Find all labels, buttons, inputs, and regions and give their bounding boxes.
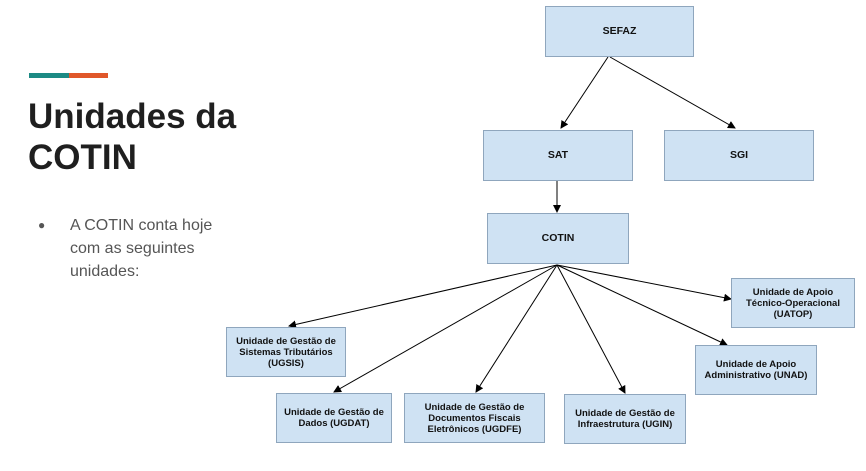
node-ugdfe: Unidade de Gestão de Documentos Fiscais …: [404, 393, 545, 443]
node-uatop: Unidade de Apoio Técnico-Operacional (UA…: [731, 278, 855, 328]
node-ugdat: Unidade de Gestão de Dados (UGDAT): [276, 393, 392, 443]
edge-sefaz-sat: [560, 56, 609, 129]
edge-cotin-ugin: [556, 264, 626, 394]
node-sgi: SGI: [664, 130, 814, 181]
edge-cotin-ugdfe: [475, 264, 558, 393]
edge-cotin-ugdat: [333, 264, 558, 393]
bullet-text: A COTIN conta hoje com as seguintes unid…: [70, 217, 213, 280]
node-unad: Unidade de Apoio Administrativo (UNAD): [695, 345, 817, 395]
accent-orange-segment: [69, 73, 108, 78]
node-ugsis: Unidade de Gestão de Sistemas Tributário…: [226, 327, 346, 377]
edge-cotin-uatop: [556, 264, 732, 302]
node-sat: SAT: [483, 130, 633, 181]
edge-cotin-ugsis: [288, 264, 558, 329]
slide-title: Unidades da COTIN: [28, 97, 237, 177]
node-sefaz: SEFAZ: [545, 6, 694, 57]
bullet-dot-icon: ●: [38, 218, 46, 232]
edge-cotin-unad: [556, 264, 728, 346]
node-cotin: COTIN: [487, 213, 629, 264]
accent-teal-segment: [29, 73, 69, 78]
node-ugin: Unidade de Gestão de Infraestrutura (UGI…: [564, 394, 686, 444]
edge-sefaz-sgi: [609, 56, 736, 129]
